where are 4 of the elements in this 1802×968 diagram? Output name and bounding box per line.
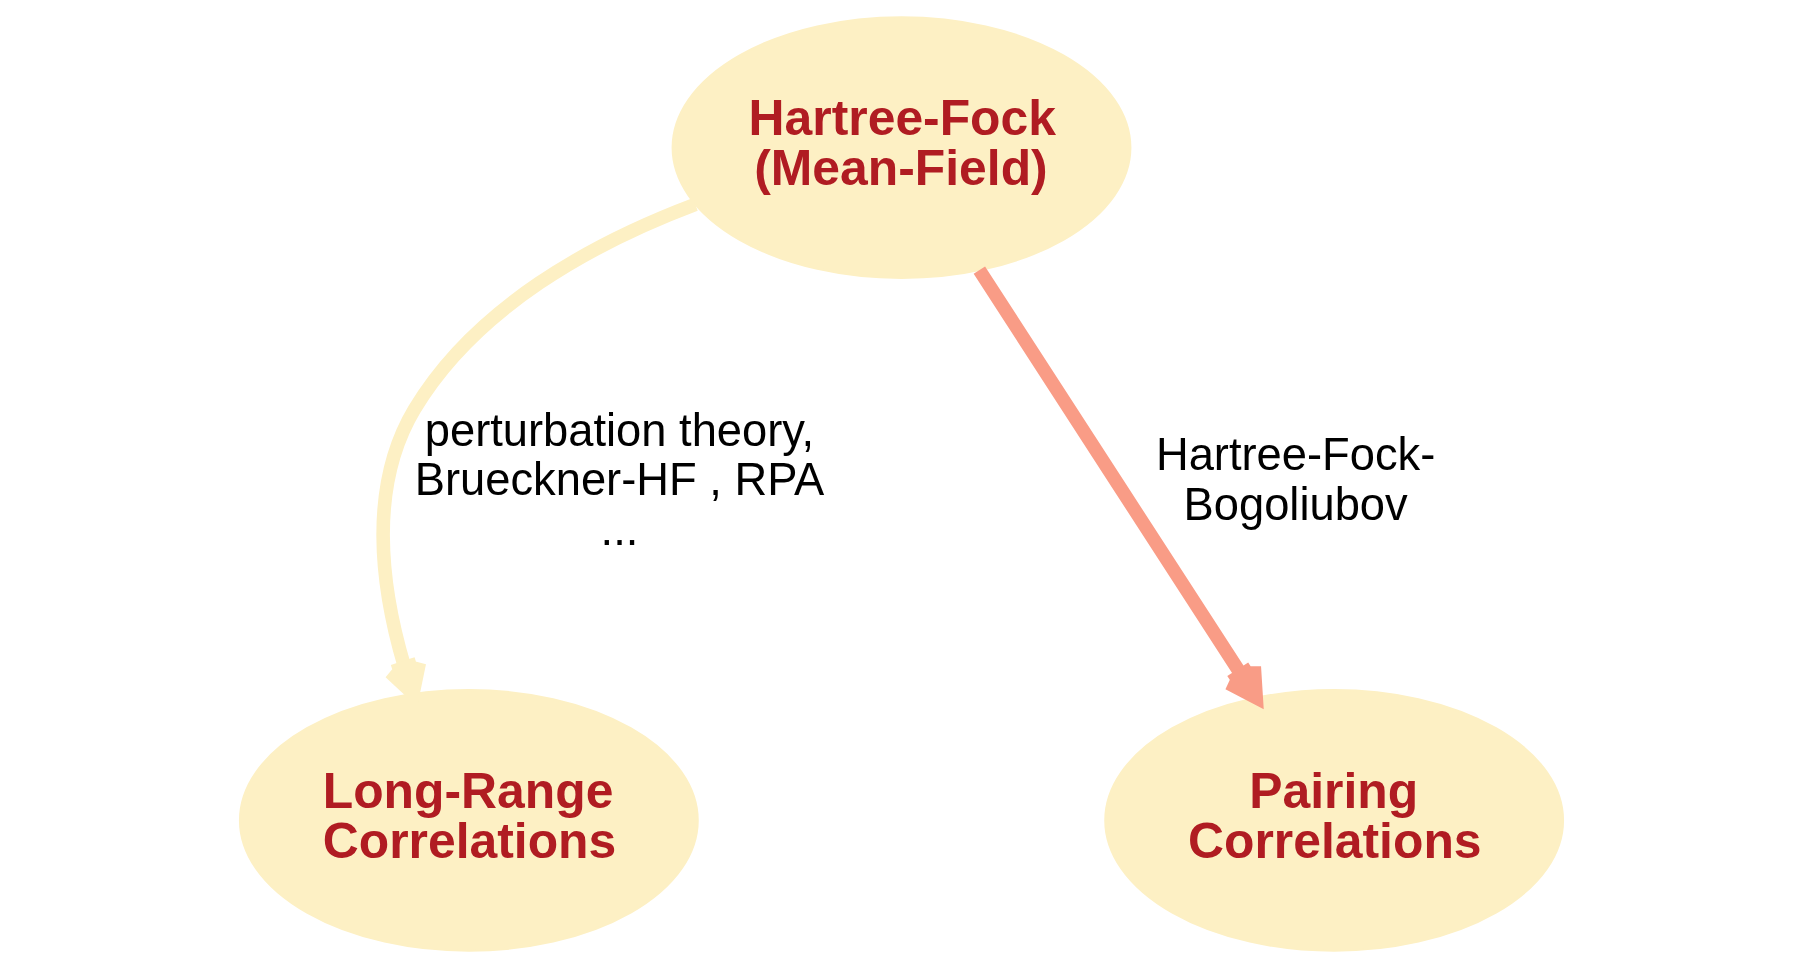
node-ellipse: Hartree-Fock (Mean-Field) bbox=[671, 16, 1131, 279]
edge-label: perturbation theory, Brueckner-HF , RPA ... bbox=[414, 404, 824, 556]
node-ellipse: Long-Range Correlations bbox=[238, 689, 699, 952]
node-ellipse: Pairing Correlations bbox=[1103, 689, 1564, 952]
